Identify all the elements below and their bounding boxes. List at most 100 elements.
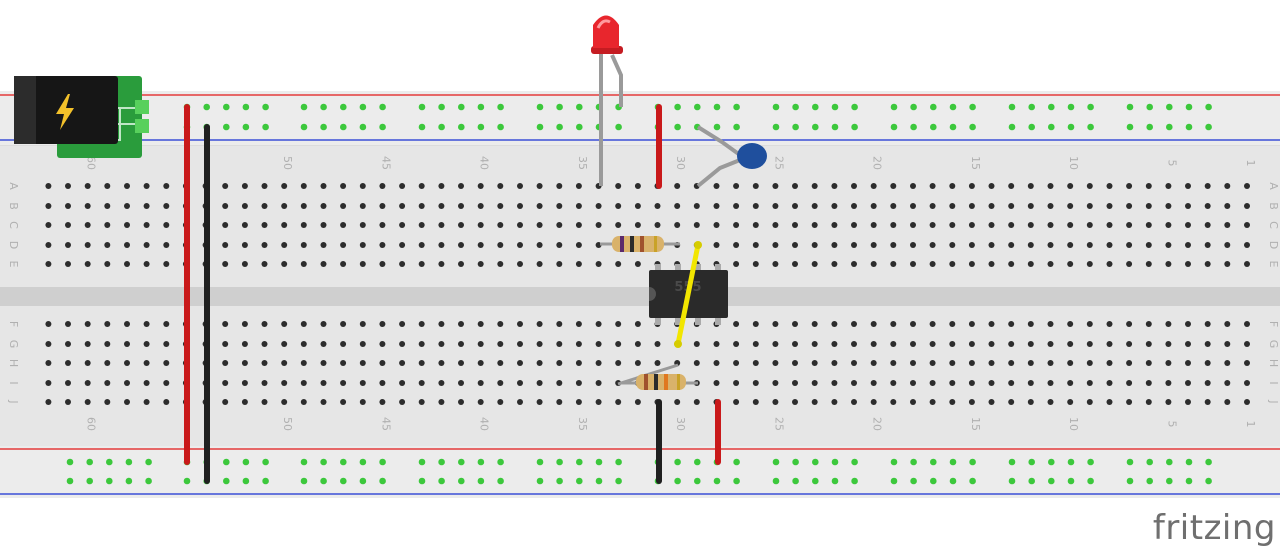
breadboard-hole[interactable] <box>654 203 661 209</box>
breadboard-hole[interactable] <box>497 203 504 209</box>
breadboard-hole[interactable] <box>418 399 425 405</box>
breadboard-hole[interactable] <box>831 341 838 347</box>
breadboard-hole[interactable] <box>84 380 91 386</box>
breadboard-hole[interactable] <box>1224 183 1231 189</box>
breadboard-hole[interactable] <box>143 380 150 386</box>
wire-yellow[interactable] <box>675 242 701 347</box>
breadboard-hole[interactable] <box>1145 321 1152 327</box>
breadboard-hole[interactable] <box>340 203 347 209</box>
breadboard-hole[interactable] <box>1244 261 1250 267</box>
breadboard-hole[interactable] <box>713 203 720 209</box>
breadboard-hole[interactable] <box>222 183 229 189</box>
breadboard-hole[interactable] <box>517 261 523 267</box>
breadboard-hole-connected[interactable] <box>890 458 898 466</box>
breadboard-hole[interactable] <box>438 321 445 327</box>
breadboard-hole[interactable] <box>65 399 71 405</box>
breadboard-hole[interactable] <box>634 341 641 347</box>
breadboard-hole[interactable] <box>929 242 936 248</box>
breadboard-hole[interactable] <box>320 242 327 248</box>
breadboard-hole[interactable] <box>1145 341 1152 347</box>
breadboard-hole[interactable] <box>1244 341 1250 347</box>
breadboard-hole[interactable] <box>870 380 877 386</box>
breadboard-hole[interactable] <box>477 399 484 405</box>
breadboard-hole-connected[interactable] <box>438 477 445 485</box>
breadboard-hole-connected[interactable] <box>1166 103 1173 111</box>
breadboard-hole[interactable] <box>1204 261 1211 267</box>
breadboard-hole[interactable] <box>1165 360 1172 366</box>
breadboard-hole[interactable] <box>890 203 897 209</box>
breadboard-hole[interactable] <box>910 341 916 347</box>
breadboard-hole-connected[interactable] <box>320 103 327 111</box>
breadboard-hole[interactable] <box>124 360 130 366</box>
breadboard-hole-connected[interactable] <box>969 477 976 485</box>
breadboard-hole[interactable] <box>261 183 268 189</box>
breadboard-hole[interactable] <box>45 261 52 267</box>
breadboard-hole[interactable] <box>536 261 543 267</box>
breadboard-hole-connected[interactable] <box>242 123 250 131</box>
breadboard-hole-connected[interactable] <box>772 477 780 485</box>
breadboard-hole[interactable] <box>831 183 838 189</box>
breadboard-hole[interactable] <box>949 203 956 209</box>
breadboard-hole[interactable] <box>615 360 622 366</box>
breadboard-hole[interactable] <box>1067 183 1074 189</box>
breadboard-hole-connected[interactable] <box>477 477 485 485</box>
breadboard-hole[interactable] <box>222 222 229 228</box>
breadboard-hole[interactable] <box>379 242 386 248</box>
breadboard-hole[interactable] <box>1244 183 1250 189</box>
breadboard-hole-connected[interactable] <box>183 477 191 485</box>
breadboard-hole[interactable] <box>340 222 347 228</box>
breadboard-hole[interactable] <box>517 341 523 347</box>
breadboard-hole-connected[interactable] <box>1028 123 1035 131</box>
breadboard-hole[interactable] <box>1086 360 1093 366</box>
breadboard-hole[interactable] <box>890 261 897 267</box>
breadboard-hole[interactable] <box>143 321 150 327</box>
breadboard-hole[interactable] <box>359 341 366 347</box>
breadboard-hole-connected[interactable] <box>792 458 799 466</box>
breadboard-hole[interactable] <box>615 261 622 267</box>
breadboard-hole[interactable] <box>949 399 956 405</box>
breadboard-hole[interactable] <box>1086 341 1093 347</box>
breadboard-hole[interactable] <box>1027 341 1034 347</box>
breadboard-hole[interactable] <box>163 261 170 267</box>
breadboard-hole[interactable] <box>890 360 897 366</box>
breadboard-hole-connected[interactable] <box>223 103 230 111</box>
breadboard-hole-connected[interactable] <box>930 103 937 111</box>
breadboard-hole-connected[interactable] <box>223 458 230 466</box>
breadboard-hole[interactable] <box>1244 203 1250 209</box>
breadboard-hole-connected[interactable] <box>1185 477 1193 485</box>
breadboard-hole[interactable] <box>241 203 248 209</box>
breadboard-hole-connected[interactable] <box>890 103 898 111</box>
breadboard-hole[interactable] <box>340 183 347 189</box>
breadboard-hole[interactable] <box>772 360 779 366</box>
breadboard-hole[interactable] <box>261 321 268 327</box>
breadboard-hole-connected[interactable] <box>497 103 504 111</box>
breadboard-hole[interactable] <box>949 261 956 267</box>
breadboard-hole-connected[interactable] <box>438 103 445 111</box>
breadboard-hole[interactable] <box>261 261 268 267</box>
breadboard-hole-connected[interactable] <box>713 477 721 485</box>
breadboard-hole[interactable] <box>241 360 248 366</box>
breadboard-hole[interactable] <box>84 222 91 228</box>
breadboard-hole-connected[interactable] <box>1048 458 1055 466</box>
breadboard-hole[interactable] <box>851 222 857 228</box>
breadboard-hole-connected[interactable] <box>418 123 426 131</box>
breadboard-hole[interactable] <box>379 341 386 347</box>
breadboard-hole[interactable] <box>320 360 327 366</box>
breadboard-hole[interactable] <box>811 321 818 327</box>
breadboard-hole[interactable] <box>1027 360 1034 366</box>
breadboard-hole[interactable] <box>418 341 425 347</box>
breadboard-hole[interactable] <box>1126 399 1133 405</box>
breadboard-hole[interactable] <box>1185 380 1191 386</box>
breadboard-hole[interactable] <box>1086 399 1093 405</box>
breadboard-hole[interactable] <box>241 380 248 386</box>
breadboard-hole[interactable] <box>458 321 464 327</box>
breadboard-hole[interactable] <box>1244 360 1250 366</box>
breadboard-hole[interactable] <box>1027 399 1034 405</box>
breadboard-hole[interactable] <box>1086 242 1093 248</box>
breadboard-hole[interactable] <box>1067 399 1074 405</box>
breadboard-hole[interactable] <box>1027 321 1034 327</box>
breadboard-hole[interactable] <box>851 203 857 209</box>
breadboard-hole[interactable] <box>300 399 307 405</box>
breadboard-hole[interactable] <box>536 203 543 209</box>
breadboard-hole[interactable] <box>968 261 975 267</box>
